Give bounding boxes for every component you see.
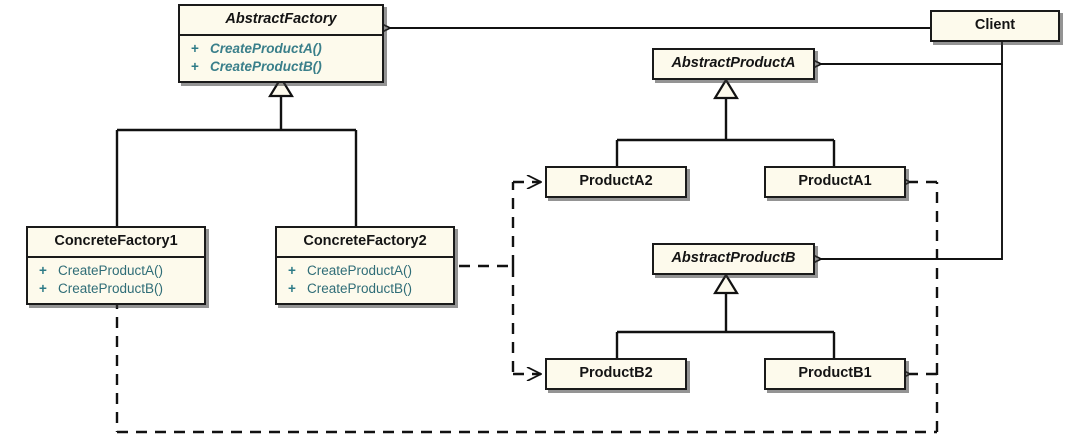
class-box-producta1[interactable]: ProductA1 bbox=[764, 166, 906, 198]
operation-row: + CreateProductB() bbox=[180, 58, 382, 76]
operation-row: + CreateProductA() bbox=[277, 262, 453, 280]
class-name-abstractproductb: AbstractProductB bbox=[671, 250, 796, 266]
class-box-abstractproducta[interactable]: AbstractProductA bbox=[652, 48, 815, 80]
class-box-productb2[interactable]: ProductB2 bbox=[545, 358, 687, 390]
operations-compartment-concretefactory2: + CreateProductA() + CreateProductB() bbox=[277, 258, 453, 303]
operation-name: CreateProductB() bbox=[307, 280, 413, 296]
dependency-concretefactory1-to-products bbox=[115, 182, 939, 434]
operation-row: + CreateProductA() bbox=[180, 40, 382, 58]
class-name-concretefactory1: ConcreteFactory1 bbox=[28, 228, 204, 258]
operation-row: + CreateProductA() bbox=[28, 262, 204, 280]
class-name-abstractfactory: AbstractFactory bbox=[180, 6, 382, 36]
class-box-producta2[interactable]: ProductA2 bbox=[545, 166, 687, 198]
class-box-concretefactory2[interactable]: ConcreteFactory2 + CreateProductA() + Cr… bbox=[275, 226, 455, 305]
class-name-producta1: ProductA1 bbox=[798, 173, 872, 189]
class-box-productb1[interactable]: ProductB1 bbox=[764, 358, 906, 390]
class-name-concretefactory2: ConcreteFactory2 bbox=[277, 228, 453, 258]
class-name-productb1: ProductB1 bbox=[798, 365, 872, 381]
visibility-marker: + bbox=[191, 58, 199, 74]
operation-row: + CreateProductB() bbox=[28, 280, 204, 298]
operations-compartment-abstractfactory: + CreateProductA() + CreateProductB() bbox=[180, 36, 382, 81]
association-client-to-abstractproductb bbox=[821, 64, 1003, 259]
operation-name: CreateProductA() bbox=[307, 262, 413, 278]
operation-name: CreateProductA() bbox=[210, 40, 322, 56]
class-name-abstractproducta: AbstractProductA bbox=[671, 55, 796, 71]
generalization-concretefactories-to-abstractfactory bbox=[115, 75, 358, 226]
class-box-abstractproductb[interactable]: AbstractProductB bbox=[652, 243, 815, 275]
operation-name: CreateProductB() bbox=[210, 58, 322, 74]
class-box-abstractfactory[interactable]: AbstractFactory + CreateProductA() + Cre… bbox=[178, 4, 384, 83]
operation-name: CreateProductB() bbox=[58, 280, 164, 296]
association-client-to-abstractproducta bbox=[821, 42, 1003, 64]
visibility-marker: + bbox=[288, 262, 296, 278]
operation-row: + CreateProductB() bbox=[277, 280, 453, 298]
visibility-marker: + bbox=[288, 280, 296, 296]
operation-name: CreateProductA() bbox=[58, 262, 164, 278]
class-box-concretefactory1[interactable]: ConcreteFactory1 + CreateProductA() + Cr… bbox=[26, 226, 206, 305]
class-box-client[interactable]: Client bbox=[930, 10, 1060, 42]
visibility-marker: + bbox=[191, 40, 199, 56]
generalization-producta-to-abstractproducta bbox=[615, 77, 836, 166]
operations-compartment-concretefactory1: + CreateProductA() + CreateProductB() bbox=[28, 258, 204, 303]
class-name-producta2: ProductA2 bbox=[579, 173, 653, 189]
visibility-marker: + bbox=[39, 280, 47, 296]
generalization-productb-to-abstractproductb bbox=[615, 272, 836, 358]
visibility-marker: + bbox=[39, 262, 47, 278]
class-name-client: Client bbox=[974, 17, 1016, 33]
dependency-concretefactory2-to-products bbox=[459, 182, 541, 374]
class-name-productb2: ProductB2 bbox=[579, 365, 653, 381]
